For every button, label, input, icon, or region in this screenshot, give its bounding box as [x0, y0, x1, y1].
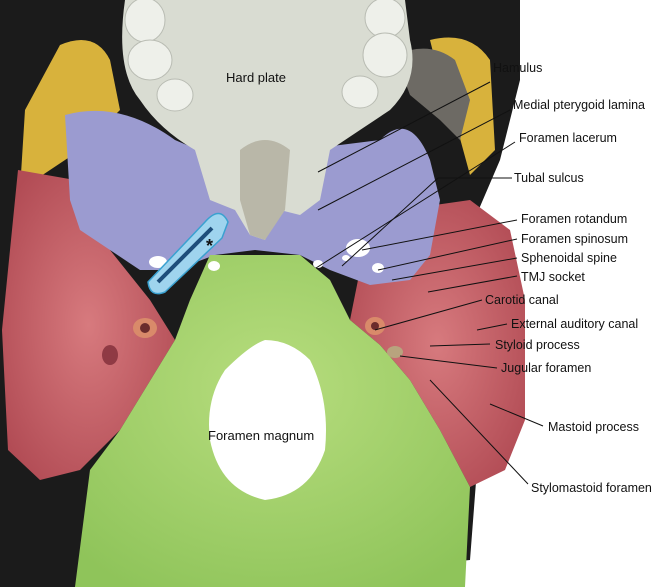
leader-foramen-lacerum [315, 141, 516, 269]
temporal-region-left [2, 170, 175, 480]
label-styloid-process: Styloid process [495, 338, 580, 352]
leader-foramen-spinosum [377, 238, 518, 271]
foramina-holes [149, 239, 384, 273]
leader-sphenoidal-spine [391, 257, 518, 281]
label-foramen-spinosum: Foramen spinosum [521, 232, 628, 246]
temporal-features [102, 317, 403, 365]
label-hard-plate: Hard plate [226, 70, 286, 85]
zygomatic-gray-right [395, 48, 470, 140]
leader-lines [315, 81, 544, 485]
leader-carotid-canal [374, 299, 483, 331]
label-external-auditory-canal: External auditory canal [511, 317, 638, 331]
label-sphenoidal-spine: Sphenoidal spine [521, 251, 617, 265]
leader-jugular-foramen [399, 355, 498, 369]
label-medial-pterygoid-lamina: Medial pterygoid lamina [513, 98, 645, 112]
teeth [124, 0, 408, 112]
leader-mastoid-process [489, 403, 544, 427]
leader-tmj-socket [427, 275, 518, 293]
leader-medial-pterygoid [317, 109, 511, 211]
label-stylomastoid-foramen: Stylomastoid foramen [531, 481, 652, 495]
leader-tubal-sulcus-b [341, 177, 439, 267]
leader-foramen-rotandum [361, 219, 518, 251]
hard-palate [122, 0, 413, 240]
foramen-magnum [209, 340, 326, 500]
label-jugular-foramen: Jugular foramen [501, 361, 591, 375]
palate-shadow [240, 140, 290, 240]
leader-styloid-process [429, 343, 491, 347]
callout-labels: Hamulus Medial pterygoid lamina Foramen … [485, 61, 652, 495]
label-foramen-magnum: Foramen magnum [208, 428, 314, 443]
label-mastoid-process: Mastoid process [548, 420, 639, 434]
label-tubal-sulcus: Tubal sulcus [514, 171, 584, 185]
label-carotid-canal: Carotid canal [485, 293, 559, 307]
leader-stylomastoid [429, 379, 529, 485]
tubal-sulcus-groove [156, 226, 214, 284]
label-foramen-rotandum: Foramen rotandum [521, 212, 627, 226]
label-hamulus: Hamulus [493, 61, 542, 75]
label-tmj-socket: TMJ socket [521, 270, 585, 284]
leader-hamulus [317, 81, 491, 173]
leader-external-auditory [476, 323, 508, 331]
asterisk-marker: * [206, 236, 213, 256]
label-foramen-lacerum: Foramen lacerum [519, 131, 617, 145]
